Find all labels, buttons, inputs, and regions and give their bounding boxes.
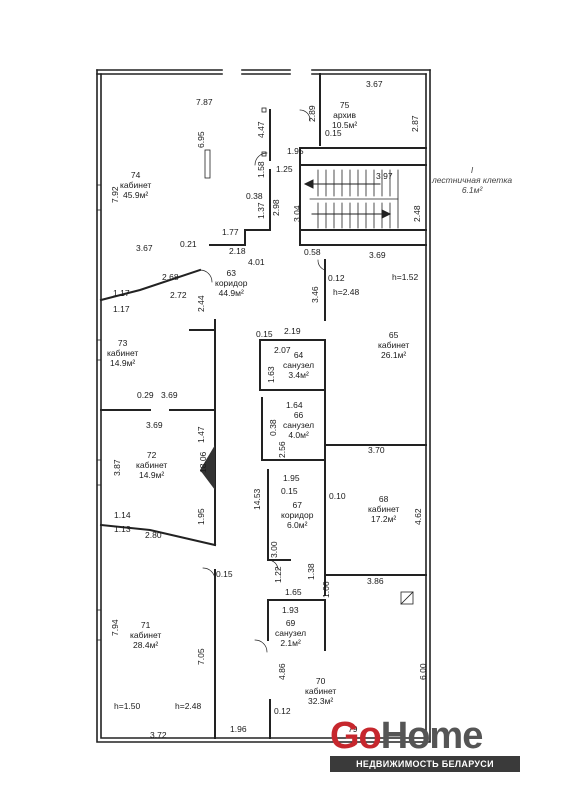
dim-label: 3.70 [368,445,385,455]
logo-wordmark: GoHome [330,715,483,757]
dim-label: 1.95 [287,146,304,156]
dim-label: h=1.52 [392,272,419,282]
dim-label: 3.87 [112,459,122,476]
dim-label: 2.98 [271,199,281,216]
stair-arrows [303,179,392,219]
dim-label: 3.46 [310,286,320,303]
dim-label: 6.95 [196,131,206,148]
small-markers [204,107,414,605]
dim-label: 0.29 [137,390,154,400]
dim-label: 7.05 [196,648,206,665]
dim-label: 7.92 [110,186,120,203]
dim-label: 2.18 [229,246,246,256]
dim-label: 0.15 [216,569,233,579]
dim-label: 1.37 [256,202,266,219]
dim-label: 1.96 [230,724,247,734]
dim-label: 0.12 [274,706,291,716]
dim-label: 3.67 [366,79,383,89]
dim-label: 2.56 [277,441,287,458]
dim-label: 2.07 [274,345,291,355]
dim-label: 7.87 [196,97,213,107]
dim-label: 18.06 [198,451,208,473]
dim-label: 79 [348,724,358,734]
dim-label: 2.89 [307,105,317,122]
dim-label: 0.10 [329,491,346,501]
dim-label: 0.21 [180,239,197,249]
dim-label: 1.25 [276,164,293,174]
dim-label: 0.38 [268,419,278,436]
dim-label: 3.67 [136,243,153,253]
dim-label: 3.86 [367,576,384,586]
dim-label: 1.63 [266,366,276,383]
dim-label: 0.12 [328,273,345,283]
dim-label: 1.58 [256,161,266,178]
window-marks [96,184,102,641]
dim-label: 0.38 [246,191,263,201]
dim-label: 6.00 [418,663,428,680]
dim-label: 1.14 [114,510,131,520]
dim-label: 0.15 [256,329,273,339]
dim-label: 2.44 [196,295,206,312]
dim-label: 0.58 [304,247,321,257]
dim-label: 4.01 [248,257,265,267]
dim-label: 3.00 [269,541,279,558]
dim-label: 1.95 [283,473,300,483]
dim-label: 2.48 [412,205,422,222]
dim-label: 4.62 [413,508,423,525]
dim-label: 0.15 [325,128,342,138]
dim-label: 3.69 [369,250,386,260]
gohome-logo: GoHome НЕДВИЖИМОСТЬ БЕЛАРУСИ [330,716,520,774]
dim-label: 4.86 [277,663,287,680]
dim-label: 1.65 [285,587,302,597]
dim-label: 3.97 [376,171,393,181]
dim-label: 1.64 [286,400,303,410]
dim-label: 1.06 [321,581,331,598]
dim-label: 2.68 [162,272,179,282]
door-swings [199,109,326,653]
dim-label: 1.95 [196,508,206,525]
dim-label: 4.47 [256,121,266,138]
dim-label: 1.93 [282,605,299,615]
dim-label: 2.19 [284,326,301,336]
outer-wall [96,69,431,743]
dim-label: 3.72 [150,730,167,740]
dim-label: 3.69 [161,390,178,400]
dim-label: 3.04 [292,205,302,222]
stair-treads [309,169,399,229]
dim-label: 3.69 [146,420,163,430]
dim-label: 14.53 [252,488,262,510]
dim-label: 2.87 [410,115,420,132]
dim-label: h=2.48 [175,701,202,711]
dim-label: 1.13 [114,524,131,534]
dim-label: 2.80 [145,530,162,540]
dim-label: 1.77 [222,227,239,237]
partitions [99,73,427,739]
dim-label: 7.94 [110,619,120,636]
logo-tagline: НЕДВИЖИМОСТЬ БЕЛАРУСИ [330,756,520,772]
dim-label: 1.47 [196,426,206,443]
dim-label: h=2.48 [333,287,360,297]
dim-label: h=1.50 [114,701,141,711]
dim-label: 1.17 [113,288,130,298]
dim-label: 1.17 [113,304,130,314]
dim-label: 2.72 [170,290,187,300]
dim-label: 1.22 [273,566,283,583]
dim-label: 1.38 [306,563,316,580]
dim-label: 0.15 [281,486,298,496]
